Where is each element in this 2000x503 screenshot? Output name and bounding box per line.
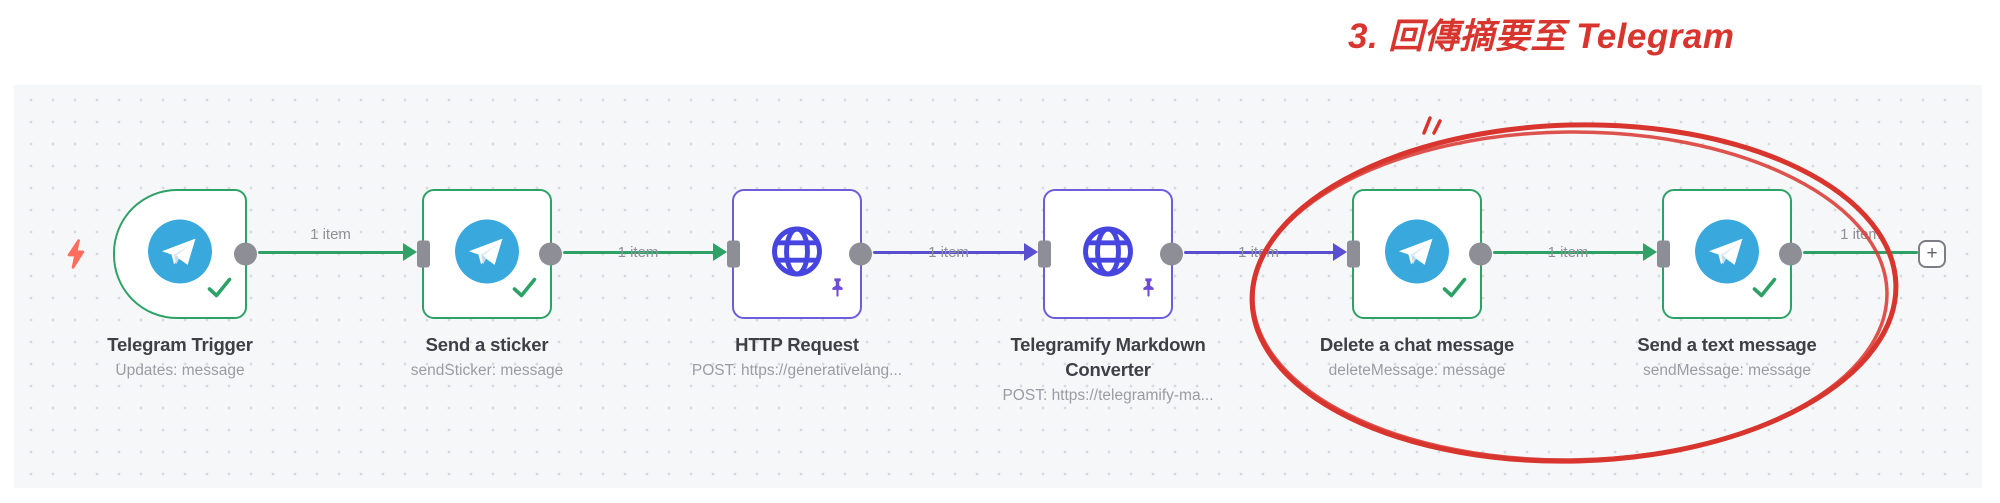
output-port[interactable]: [539, 242, 562, 266]
output-port[interactable]: [1160, 242, 1183, 266]
node-http-request[interactable]: [727, 189, 872, 319]
input-port[interactable]: [1347, 240, 1360, 268]
node-subtitle: POST: https://generativelang...: [691, 361, 903, 379]
output-port[interactable]: [1469, 242, 1492, 266]
input-port[interactable]: [1657, 240, 1670, 268]
node-label: Send a text message sendMessage: message: [1567, 333, 1887, 380]
node-subtitle: POST: https://telegramify-ma...: [1002, 386, 1214, 404]
input-port[interactable]: [417, 240, 430, 268]
node-title: Telegramify Markdown Converter: [1010, 334, 1206, 380]
telegram-icon: [1694, 219, 1760, 290]
success-check-icon: [1752, 277, 1777, 303]
connection-line[interactable]: [873, 250, 1026, 254]
success-check-icon: [512, 277, 537, 303]
connection-line[interactable]: [1803, 250, 1918, 254]
node-title: Delete a chat message: [1319, 334, 1515, 355]
add-node-button[interactable]: +: [1918, 240, 1946, 268]
node-telegram-trigger[interactable]: [113, 189, 257, 319]
connection-arrow-icon: [403, 243, 417, 261]
connection-arrow-icon: [1024, 243, 1038, 261]
connection-items-label: 1 item: [617, 244, 659, 261]
connection-items-label: 1 item: [1238, 244, 1279, 261]
connection-line[interactable]: [563, 250, 715, 254]
success-check-icon: [1442, 277, 1467, 303]
node-title: Send a sticker: [425, 334, 549, 355]
connection-arrow-icon: [1333, 243, 1347, 261]
connection-arrow-icon: [1643, 243, 1657, 261]
pinned-data-pin-icon: [828, 277, 847, 303]
globe-icon: [1079, 223, 1137, 286]
node-subtitle: sendMessage: message: [1642, 361, 1811, 379]
node-subtitle: Updates: message: [115, 361, 245, 379]
input-port[interactable]: [727, 240, 740, 268]
node-delete-a-chat-message[interactable]: [1347, 189, 1492, 319]
telegram-icon: [147, 219, 213, 290]
connection-arrow-icon: [713, 243, 727, 261]
node-telegramify-markdown-converter[interactable]: [1038, 189, 1183, 319]
connection-line[interactable]: [258, 250, 405, 254]
plus-icon: +: [1926, 243, 1938, 264]
node-title: Send a text message: [1637, 334, 1817, 355]
node-send-a-sticker[interactable]: [417, 189, 562, 319]
globe-icon: [768, 223, 826, 286]
node-subtitle: deleteMessage: message: [1328, 361, 1506, 379]
input-port[interactable]: [1038, 240, 1051, 268]
telegram-icon: [454, 219, 520, 290]
telegram-icon: [1384, 219, 1450, 290]
node-label: Send a sticker sendSticker: message: [327, 333, 647, 380]
connection-items-label: 1 item: [310, 226, 351, 243]
annotation-step-title: 3. 回傳摘要至 Telegram: [1348, 17, 1735, 56]
node-title: Telegram Trigger: [107, 334, 253, 355]
connection-items-label: 1 item: [1547, 244, 1589, 261]
lightning-bolt-icon: [67, 239, 85, 269]
output-port[interactable]: [1779, 242, 1802, 266]
connection-items-label: 1 item: [928, 244, 969, 261]
node-label: Delete a chat message deleteMessage: mess…: [1257, 333, 1577, 380]
success-check-icon: [207, 277, 232, 303]
connection-items-label: 1 item: [1840, 226, 1881, 243]
output-port[interactable]: [849, 242, 872, 266]
pinned-data-pin-icon: [1139, 277, 1158, 303]
node-subtitle: sendSticker: message: [410, 361, 564, 379]
output-port[interactable]: [234, 242, 257, 266]
node-send-a-text-message[interactable]: [1657, 189, 1802, 319]
node-title: HTTP Request: [735, 334, 859, 355]
